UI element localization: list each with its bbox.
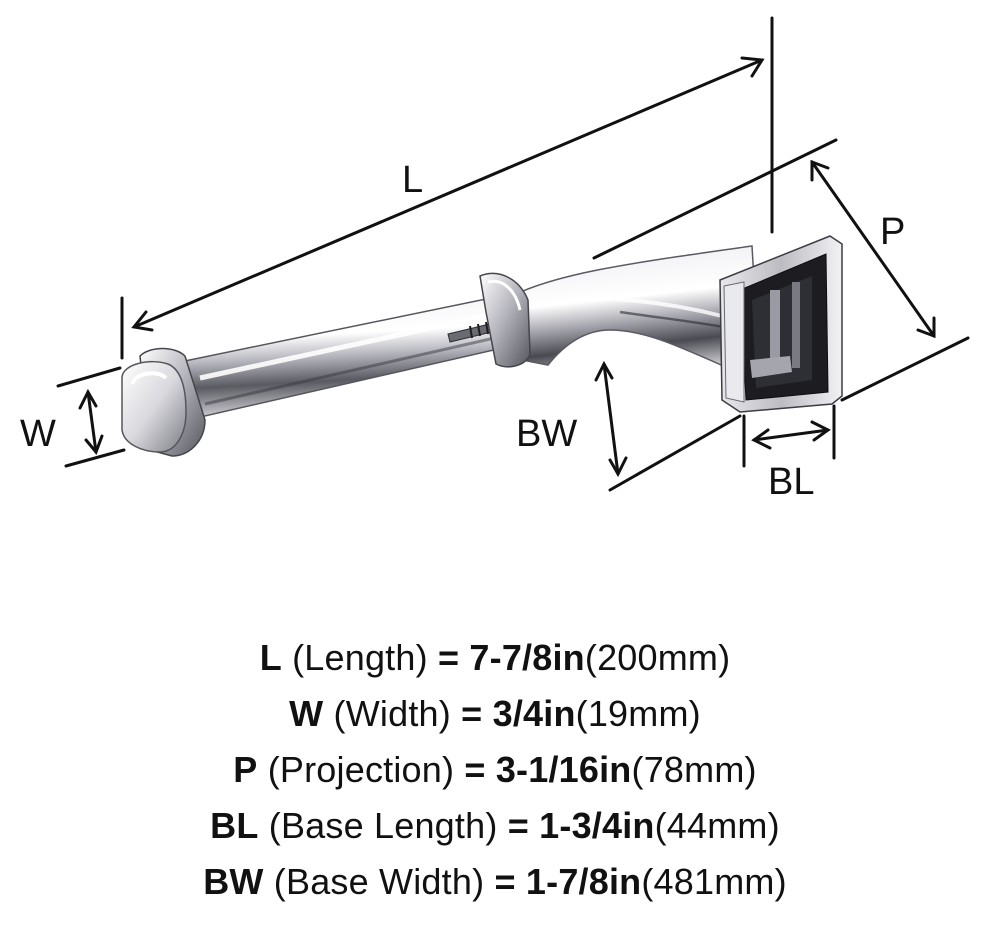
- spec-description: (Base Width): [273, 861, 485, 902]
- spec-description: (Length): [292, 637, 428, 678]
- spec-metric-value: (44mm): [654, 805, 780, 846]
- spec-metric-value: (78mm): [631, 749, 757, 790]
- bw-extension-bottom: [608, 414, 742, 492]
- spec-equals: =: [464, 749, 486, 790]
- spec-imperial-value: 3/4in: [492, 693, 576, 734]
- spec-metric-value: (200mm): [584, 637, 731, 678]
- l-dimension-arrow: [131, 56, 765, 332]
- p-dimension-arrow: [810, 159, 936, 339]
- spec-equals: =: [507, 805, 529, 846]
- spec-key: BL: [210, 805, 259, 846]
- spec-imperial-value: 3-1/16in: [495, 749, 632, 790]
- bw-dimension-arrow: [594, 360, 628, 478]
- w-extension-bottom: [64, 448, 126, 468]
- spec-key: P: [233, 749, 258, 790]
- rod-end-cap: [121, 347, 206, 457]
- p-extension-bottom: [840, 336, 970, 402]
- spec-equals: =: [494, 861, 516, 902]
- label-length: L: [402, 159, 423, 201]
- product-dimension-diagram: L W P BW BL: [20, 16, 970, 503]
- spec-description: (Base Length): [268, 805, 498, 846]
- p-extension-top: [592, 138, 838, 260]
- spec-line-width: W (Width) = 3/4in(19mm): [0, 686, 990, 742]
- spec-key: W: [289, 693, 324, 734]
- bl-dimension-arrow: [751, 420, 831, 450]
- spec-metric-value: (481mm): [641, 861, 787, 902]
- spec-description: (Width): [333, 693, 451, 734]
- spec-equals: =: [461, 693, 483, 734]
- spec-imperial-value: 1-3/4in: [539, 805, 655, 846]
- spec-line-base-length: BL (Base Length) = 1-3/4in(44mm): [0, 798, 990, 854]
- dimension-spec-list: L (Length) = 7-7/8in(200mm) W (Width) = …: [0, 630, 990, 910]
- spec-line-projection: P (Projection) = 3-1/16in(78mm): [0, 742, 990, 798]
- wall-base: [719, 235, 843, 413]
- spec-key: BW: [203, 861, 264, 902]
- holder-arm: [121, 235, 843, 457]
- dimension-lines: [56, 16, 970, 492]
- spec-line-length: L (Length) = 7-7/8in(200mm): [0, 630, 990, 686]
- spec-imperial-value: 7-7/8in: [469, 637, 585, 678]
- spec-key: L: [259, 637, 282, 678]
- w-extension-top: [56, 366, 122, 388]
- label-base-length: BL: [768, 461, 814, 503]
- w-dimension-arrow: [78, 388, 104, 455]
- spec-imperial-value: 1-7/8in: [525, 861, 642, 902]
- spec-line-base-width: BW (Base Width) = 1-7/8in(481mm): [0, 854, 990, 910]
- spec-description: (Projection): [267, 749, 455, 790]
- spec-metric-value: (19mm): [575, 693, 701, 734]
- rod-collar: [479, 272, 531, 368]
- label-width: W: [20, 413, 56, 455]
- label-projection: P: [880, 211, 905, 253]
- spec-equals: =: [437, 637, 460, 678]
- label-base-width: BW: [516, 413, 577, 455]
